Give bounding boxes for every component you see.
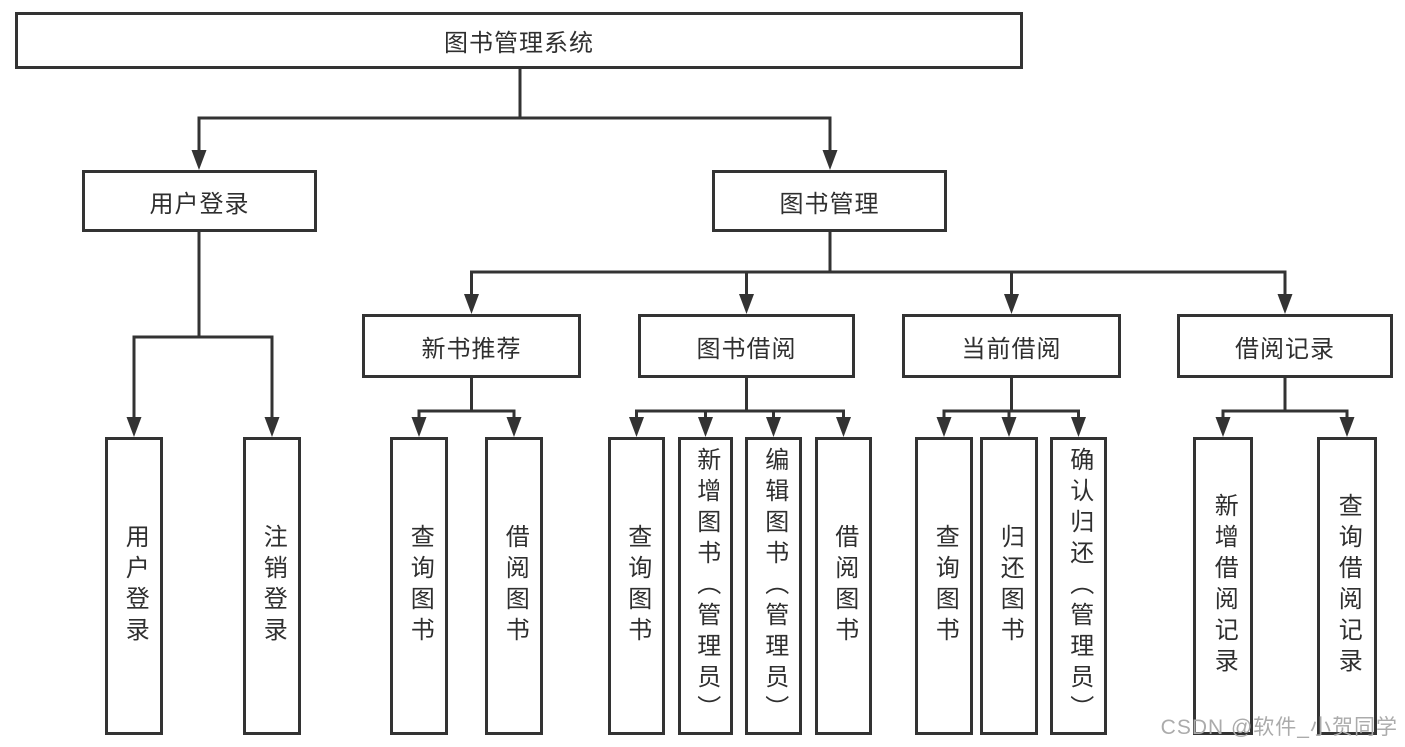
leaf-label: 归还图书 [996,524,1024,648]
leaf-label: 注销登录 [259,524,287,648]
leaf-bb-borrow-book: 借阅图书 [815,437,872,735]
leaf-label: 查询图书 [931,524,959,648]
leaf-br-add-record: 新增借阅记录 [1193,437,1253,735]
leaf-bb-add-book-admin: 新增图书（管理员） [678,437,733,735]
leaf-user-login: 用户登录 [105,437,163,735]
csdn-watermark: CSDN @软件_小贺同学 [1160,716,1398,739]
node-label: 新书推荐 [421,335,522,363]
node-label: 图书借阅 [696,335,797,363]
node-label: 图书管理系统 [444,30,594,57]
node-borrow-records: 借阅记录 [1177,314,1393,378]
leaf-cb-query-book: 查询图书 [915,437,973,735]
leaf-nbr-query-book: 查询图书 [390,437,448,735]
leaf-label: 查询借阅记录 [1334,493,1362,679]
arrowheads [126,150,1355,437]
node-label: 用户登录 [149,190,250,218]
leaf-label: 查询图书 [406,524,434,648]
node-book-borrow: 图书借阅 [638,314,855,378]
leaf-cb-return-book: 归还图书 [980,437,1038,735]
leaf-label: 新增借阅记录 [1210,493,1238,679]
node-root: 图书管理系统 [15,12,1023,69]
leaf-label: 借阅图书 [501,524,529,648]
leaf-label: 确认归还（管理员） [1065,446,1093,726]
leaf-bb-query-book: 查询图书 [608,437,665,735]
node-label: 借阅记录 [1235,335,1335,363]
leaf-cb-confirm-return-admin: 确认归还（管理员） [1050,437,1107,735]
leaf-br-query-record: 查询借阅记录 [1317,437,1377,735]
leaf-nbr-borrow-book: 借阅图书 [485,437,543,735]
node-book-management: 图书管理 [712,170,947,232]
node-current-borrow: 当前借阅 [902,314,1121,378]
leaf-label: 编辑图书（管理员） [760,446,788,726]
leaf-label: 查询图书 [623,524,651,648]
leaf-label: 借阅图书 [830,524,858,648]
leaf-logout: 注销登录 [243,437,301,735]
leaf-bb-edit-book-admin: 编辑图书（管理员） [745,437,802,735]
node-label: 当前借阅 [961,335,1062,363]
node-user-login: 用户登录 [82,170,317,232]
leaf-label: 新增图书（管理员） [692,446,720,726]
node-new-book-recommend: 新书推荐 [362,314,581,378]
leaf-label: 用户登录 [121,524,149,648]
node-label: 图书管理 [779,190,880,218]
